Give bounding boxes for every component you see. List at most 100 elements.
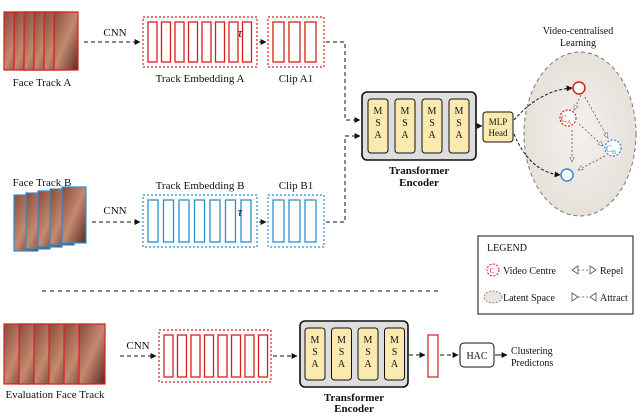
arrow-clip-b1-to-encoder xyxy=(326,133,361,223)
clip-a1-cell xyxy=(304,21,317,63)
evaluation-track-label: Evaluation Face Track xyxy=(6,389,105,401)
mlp-head-line2: Head xyxy=(489,128,508,138)
latent-space: Video-centralised Learning CA CB xyxy=(513,26,637,217)
evaluation-embedding xyxy=(158,329,272,383)
track-embedding-a-cell xyxy=(174,21,185,63)
track-embedding-a: Track Embedding A xyxy=(142,16,258,85)
arrow-clip-a1-to-encoder xyxy=(326,41,361,123)
evaluation-embedding-cell xyxy=(257,334,269,378)
clip-a1-cell xyxy=(288,21,301,63)
track-embedding-b-cell xyxy=(178,199,190,243)
legend-repel: Repel xyxy=(600,266,624,277)
legend-latent-space-icon xyxy=(483,290,503,304)
clip-b1-label: Clip B1 xyxy=(279,180,314,192)
track-embedding-a-cell xyxy=(187,21,199,63)
encoder-eval-msa-block xyxy=(304,327,326,381)
video-centre-b xyxy=(604,139,622,157)
track-embedding-a-label: Track Embedding A xyxy=(156,73,245,85)
tau-symbol-a: τ xyxy=(238,25,244,40)
attract-a xyxy=(573,94,582,110)
evaluation-thumbnails xyxy=(3,323,106,385)
clip-a1: Clip A1 xyxy=(267,16,325,85)
legend: LEGEND C Video Centre Repel Latent Space… xyxy=(477,235,634,315)
video-centre-a xyxy=(559,109,577,127)
cnn-label-b: CNN xyxy=(103,205,126,217)
encoder-eval-msa-block xyxy=(384,327,405,381)
clip-b1-cell xyxy=(288,199,301,243)
legend-video-centre: Video Centre xyxy=(503,266,557,277)
track-embedding-b: Track Embedding B xyxy=(142,180,258,248)
hac-label: HAC xyxy=(466,351,487,362)
encoder-eval-msa-block xyxy=(331,327,352,381)
encoder-top-msa-block xyxy=(448,98,470,154)
cnn-label-eval: CNN xyxy=(126,340,149,352)
track-embedding-b-label: Track Embedding B xyxy=(156,180,245,192)
clustering-output-line2: Predictons xyxy=(511,358,553,369)
clip-b1: Clip B1 xyxy=(267,180,325,248)
video-centre-b-label: CB xyxy=(606,144,616,156)
track-embedding-b-cell xyxy=(147,199,159,243)
tau-symbol-b: τ xyxy=(238,204,244,219)
legend-repel-icon xyxy=(571,265,597,275)
clip-a1-cell xyxy=(272,21,285,63)
track-embedding-b-cell xyxy=(162,199,175,243)
cnn-label-a: CNN xyxy=(103,27,126,39)
track-embedding-b-cell xyxy=(193,199,206,243)
evaluation-face-track: Evaluation Face Track xyxy=(3,323,106,401)
face-thumbnails-b xyxy=(13,186,87,252)
evaluation-embedding-cell xyxy=(203,334,215,378)
mlp-head-line1: MLP xyxy=(489,117,508,127)
clip-b1-cell xyxy=(272,199,285,243)
video-centre-a-label: CA xyxy=(561,114,572,126)
track-embedding-a-cell xyxy=(147,21,158,63)
blue-point xyxy=(560,168,574,182)
face-thumbnails-a xyxy=(3,11,79,71)
face-track-b: Face Track B xyxy=(13,177,87,252)
svg-text:C: C xyxy=(490,267,495,275)
arrow-mlp-to-red-point xyxy=(513,85,573,121)
legend-attract-icon xyxy=(571,292,597,302)
eval-output-embedding xyxy=(427,334,439,378)
track-embedding-b-cell xyxy=(209,199,221,243)
encoder-top-title-2: Encoder xyxy=(399,177,439,189)
face-track-a-label: Face Track A xyxy=(13,77,72,89)
arrow-mlp-to-blue-point xyxy=(513,133,561,178)
latent-title-2: Learning xyxy=(560,38,596,49)
track-embedding-a-cell xyxy=(241,21,253,63)
encoder-top-msa-block xyxy=(367,98,389,154)
evaluation-embedding-cell xyxy=(230,334,242,378)
track-embedding-a-cell xyxy=(214,21,226,63)
evaluation-embedding-cell xyxy=(244,334,255,378)
repel-mid xyxy=(578,123,603,146)
clustering-output-line1: Clustering xyxy=(511,346,553,357)
clip-b1-cell xyxy=(304,199,317,243)
track-embedding-b-cell xyxy=(240,199,252,243)
encoder-eval-title-2: Encoder xyxy=(334,403,374,413)
encoder-top-msa-block xyxy=(421,98,443,154)
legend-attract: Attract xyxy=(600,293,628,304)
latent-title-1: Video-centralised xyxy=(543,26,613,37)
legend-latent-space: Latent Space xyxy=(503,293,555,304)
evaluation-embedding-cell xyxy=(176,334,188,378)
hac-block: HAC xyxy=(459,342,495,368)
encoder-top-title-1: Transformer xyxy=(389,165,449,177)
track-embedding-a-cell xyxy=(201,21,212,63)
evaluation-embedding-cell xyxy=(190,334,201,378)
face-track-b-label: Face Track B xyxy=(13,177,72,189)
encoder-top-msa-block xyxy=(394,98,416,154)
encoder-eval-msa-block xyxy=(357,327,379,381)
track-embedding-a-cell xyxy=(228,21,239,63)
track-embedding-a-cell xyxy=(160,21,172,63)
attract-b xyxy=(578,155,606,171)
legend-title: LEGEND xyxy=(487,243,527,254)
evaluation-embedding-cell xyxy=(217,334,228,378)
mlp-head: MLP Head xyxy=(482,111,514,143)
